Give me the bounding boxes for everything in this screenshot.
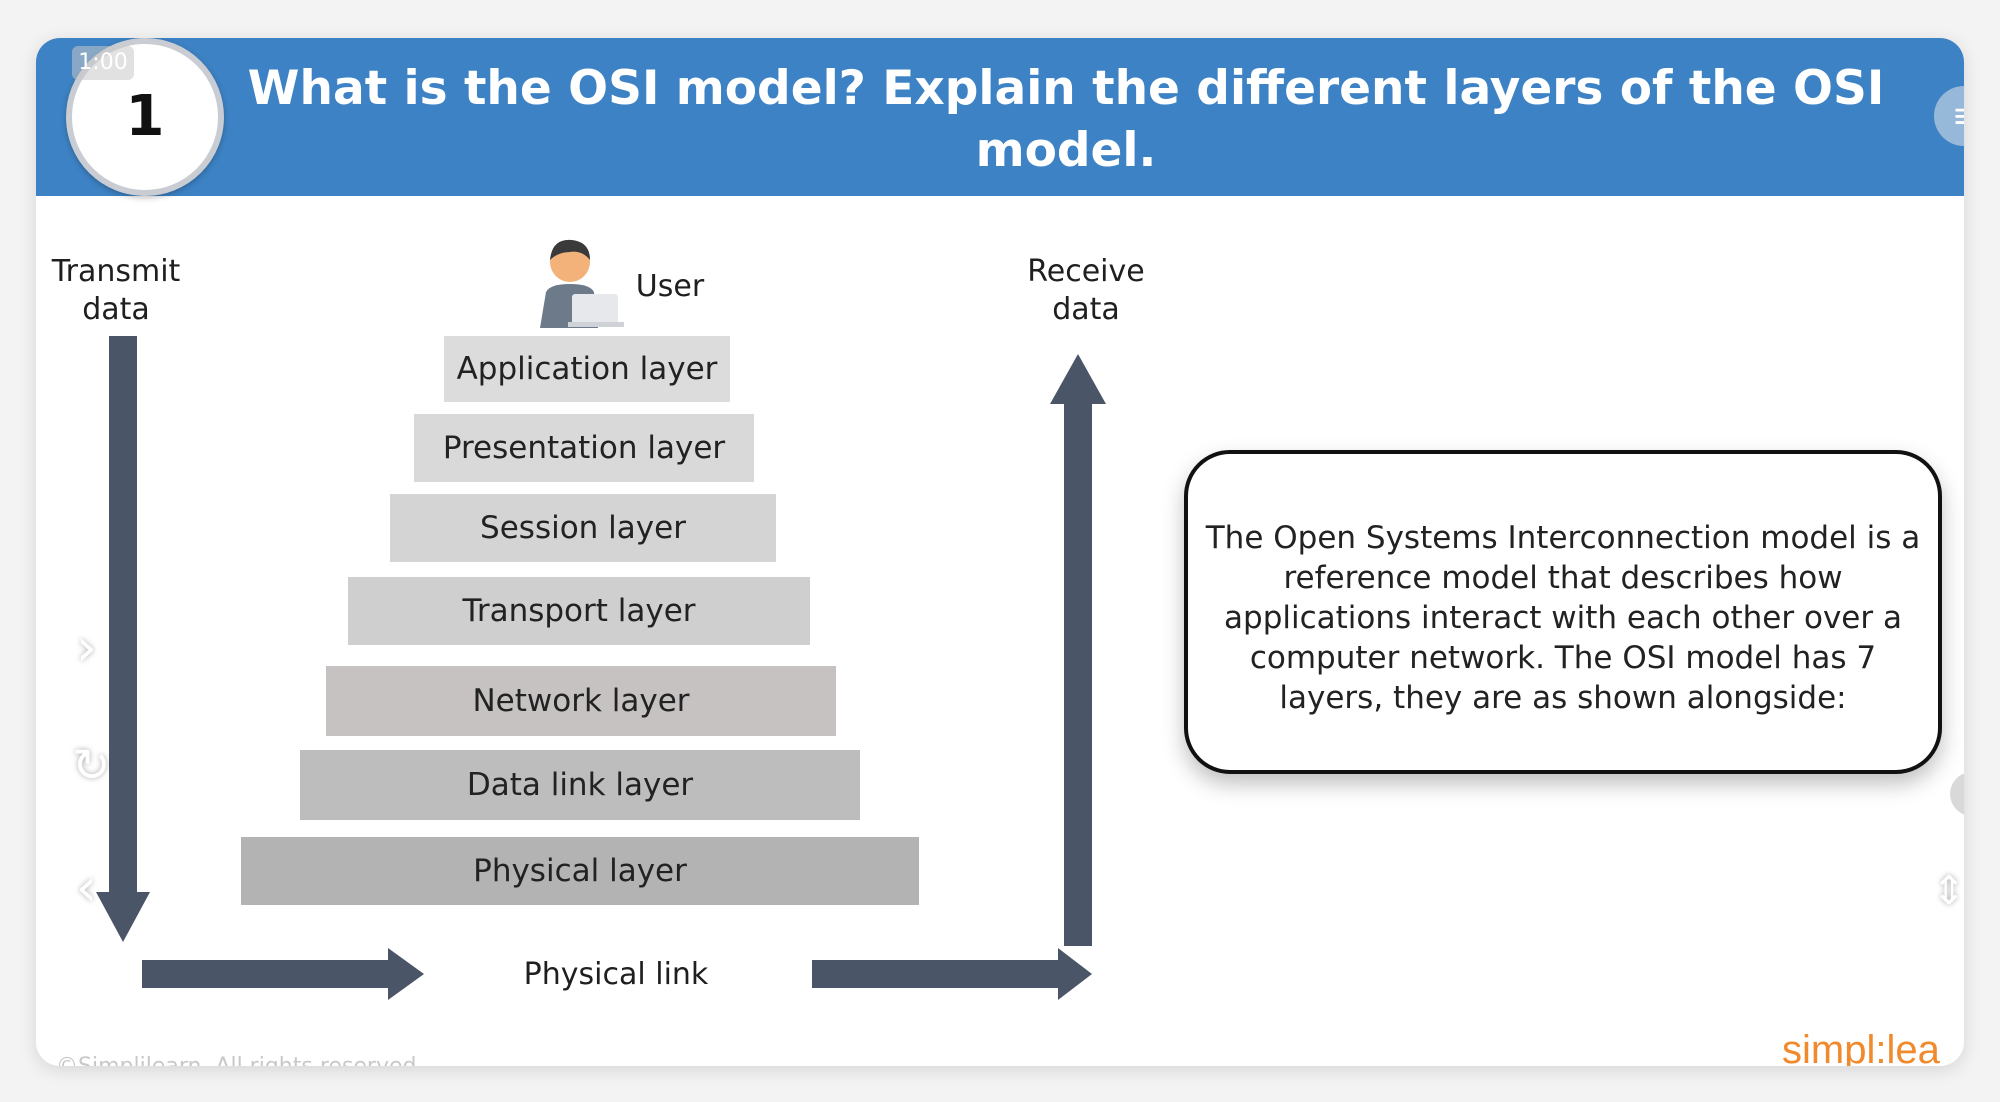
overlay-toggle[interactable] bbox=[1950, 772, 1964, 816]
slide-title: What is the OSI model? Explain the diffe… bbox=[247, 61, 1885, 178]
receive-up-arrow bbox=[1050, 354, 1106, 946]
layer-application: Application layer bbox=[444, 336, 730, 402]
simplilearn-logo: simpl:lea bbox=[1782, 1028, 1940, 1066]
copyright-text: ©Simplilearn. All rights reserved bbox=[56, 1054, 417, 1066]
layer-network: Network layer bbox=[326, 666, 836, 736]
layer-data-link: Data link layer bbox=[300, 750, 860, 820]
user-label: User bbox=[635, 269, 705, 304]
transmit-data-label: Transmit data bbox=[51, 254, 181, 327]
user-laptop-icon bbox=[540, 239, 624, 328]
osi-description-text: The Open Systems Interconnection model i… bbox=[1205, 520, 1921, 716]
physical-link-right-arrow bbox=[812, 948, 1092, 1000]
chevron-left-icon[interactable]: ‹ bbox=[76, 858, 97, 918]
title-banner: 1 1:00 What is the OSI model? Explain th… bbox=[36, 38, 1964, 196]
chevron-right-icon[interactable]: › bbox=[76, 618, 97, 678]
osi-description-box: The Open Systems Interconnection model i… bbox=[1184, 450, 1942, 774]
physical-link-left-arrow bbox=[142, 948, 424, 1000]
layer-session: Session layer bbox=[390, 494, 776, 562]
slide-number: 1 bbox=[125, 84, 165, 149]
receive-data-label: Receive data bbox=[1027, 254, 1145, 327]
video-timestamp: 1:00 bbox=[72, 46, 134, 80]
transmit-down-arrow bbox=[96, 336, 150, 942]
expand-icon[interactable]: ⇕ bbox=[1932, 868, 1964, 914]
physical-link-label: Physical link bbox=[523, 957, 709, 992]
menu-icon[interactable]: ≡ bbox=[1952, 96, 1964, 136]
layer-transport: Transport layer bbox=[348, 577, 810, 645]
layer-physical: Physical layer bbox=[241, 837, 919, 905]
layer-presentation: Presentation layer bbox=[414, 414, 754, 482]
slide-frame: 1 1:00 What is the OSI model? Explain th… bbox=[36, 38, 1964, 1066]
replay-icon[interactable]: ↻ bbox=[72, 738, 111, 792]
